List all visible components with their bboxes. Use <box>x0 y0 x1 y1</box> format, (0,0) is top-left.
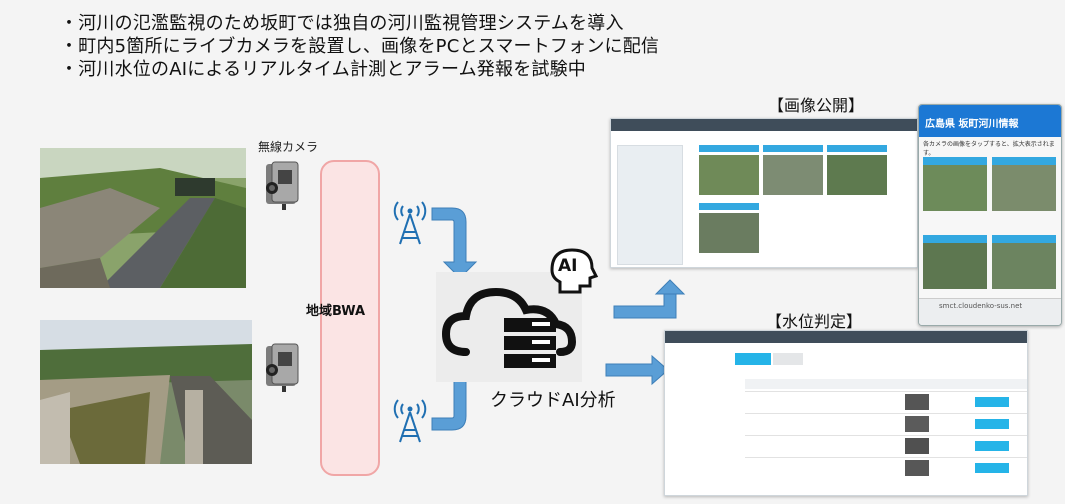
river-photo-upper <box>40 148 246 288</box>
phone-camera-cell[interactable] <box>923 243 987 289</box>
screen-header <box>665 331 1027 343</box>
bullet-item: ・河川水位のAIによるリアルタイム計測とアラーム発報を試験中 <box>60 59 586 80</box>
antenna-icon <box>392 194 428 246</box>
camera-thumbnail <box>699 155 759 195</box>
thumb-caption <box>827 145 887 152</box>
table-header <box>745 379 1027 389</box>
bullet-list: ・河川の氾濫監視のため坂町では独自の河川監視管理システムを導入 ・町内5箇所にラ… <box>60 12 659 81</box>
screen-header <box>611 119 917 131</box>
phone-cell-caption <box>923 235 987 243</box>
antenna-icon <box>392 392 428 444</box>
arrow-cloud-to-water-level <box>605 354 669 386</box>
phone-camera-cell[interactable] <box>923 165 987 211</box>
row-action-button[interactable] <box>975 463 1009 473</box>
image-publish-title: 【画像公開】 <box>768 96 865 115</box>
ai-badge: AI <box>558 256 578 276</box>
bullet-item: ・町内5箇所にライブカメラを設置し、画像をPCとスマートフォンに配信 <box>60 36 660 57</box>
table-row <box>745 391 1027 414</box>
row-action-button[interactable] <box>975 419 1009 429</box>
table-row <box>745 413 1027 436</box>
camera-thumbnail <box>699 213 759 253</box>
table-row <box>745 457 1027 480</box>
phone-camera-cell[interactable] <box>992 243 1056 289</box>
screen-sidebar <box>617 145 683 265</box>
row-thumbnail <box>905 394 929 410</box>
regional-bwa-label: 地域BWA <box>306 304 366 319</box>
thumb-caption <box>763 145 823 152</box>
smartphone-screen: 広島県 坂町河川情報 各カメラの画像をタップすると、拡大表示されます。 smct… <box>918 104 1062 326</box>
cloud-ai-label: クラウドAI分析 <box>490 390 616 411</box>
arrow-cloud-to-publish <box>613 279 686 319</box>
regional-bwa-band <box>320 160 380 476</box>
phone-cell-caption <box>992 157 1056 165</box>
camera-icon <box>262 342 306 394</box>
thumb-caption <box>699 145 759 152</box>
camera-icon <box>262 160 306 212</box>
row-thumbnail <box>905 460 929 476</box>
camera-thumbnail <box>827 155 887 195</box>
thumb-caption <box>699 203 759 210</box>
river-photo-lower <box>40 320 252 464</box>
ai-head-icon: AI <box>544 246 600 294</box>
cloud-server-icon <box>436 272 582 382</box>
water-level-title: 【水位判定】 <box>766 312 863 331</box>
row-thumbnail <box>905 416 929 432</box>
tab-inactive[interactable] <box>773 353 803 365</box>
camera-thumbnail <box>763 155 823 195</box>
wireless-camera-label: 無線カメラ <box>258 140 319 154</box>
row-action-button[interactable] <box>975 441 1009 451</box>
image-publish-screen <box>610 118 918 268</box>
phone-description: 各カメラの画像をタップすると、拡大表示されます。 <box>923 141 1055 157</box>
phone-camera-cell[interactable] <box>992 165 1056 211</box>
bullet-item: ・河川の氾濫監視のため坂町では独自の河川監視管理システムを導入 <box>60 13 624 34</box>
phone-browser-bar: smct.cloudenko-sus.net <box>919 298 1061 325</box>
row-thumbnail <box>905 438 929 454</box>
phone-cell-caption <box>923 157 987 165</box>
arrow-antenna-to-cloud-upper <box>431 207 478 279</box>
tab-active[interactable] <box>735 353 771 365</box>
row-action-button[interactable] <box>975 397 1009 407</box>
phone-cell-caption <box>992 235 1056 243</box>
water-level-screen <box>664 330 1028 496</box>
table-row <box>745 435 1027 458</box>
phone-url[interactable]: smct.cloudenko-sus.net <box>939 302 1023 310</box>
phone-title: 広島県 坂町河川情報 <box>919 105 1061 137</box>
